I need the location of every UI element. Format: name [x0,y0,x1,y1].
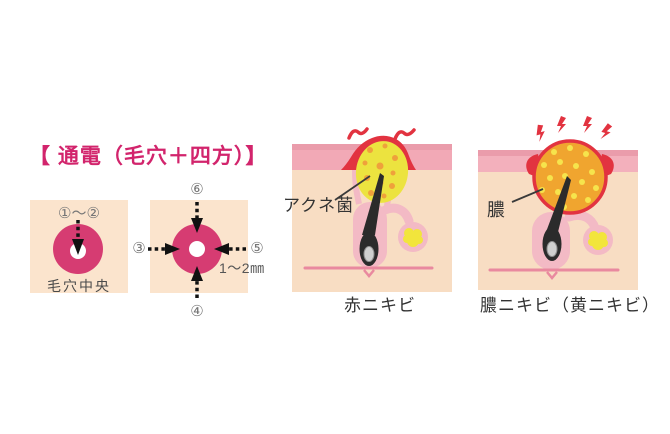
gland-duct [380,203,414,226]
page-title: 【 通電（毛穴＋四方）】 [29,145,268,168]
dotted-arrow-right-icon [148,243,180,255]
callout-line [511,188,544,203]
dotted-arrow-down-icon [72,220,84,255]
dermis-notch [363,269,375,278]
follicle-wall [352,169,362,205]
step-5-label: ⑤ [250,240,264,257]
steps-label: ①～② [58,205,100,222]
pus-acne-caption: 膿ニキビ（黄ニキビ） [480,296,660,315]
pus-callout: 膿 [487,200,506,220]
hair-papilla [546,241,558,257]
pore-center-caption: 毛穴中央 [47,278,111,294]
hair-shaft [362,173,384,235]
dotted-arrow-left-icon [214,243,246,255]
acne-bacteria-callout: アクネ菌 [283,196,355,215]
sebum-lump [588,231,608,250]
irritation-squiggle-icon [347,127,369,140]
red-acne-graphic [292,127,452,292]
hair-shaft [546,176,571,232]
dotted-arrow-down-icon [191,202,203,233]
pus-acne-graphic [478,116,638,290]
dotted-arrow-up-icon [191,266,203,298]
callout-line [334,175,371,201]
conduction-diagram-graphic [30,200,248,298]
dermis-notch [546,271,558,280]
pus-ball [532,139,608,215]
distance-label: 1～2㎜ [219,260,265,276]
step-3-label: ③ [132,240,146,257]
irritation-squiggle-icon [393,128,416,141]
step-6-label: ⑥ [190,181,204,198]
sebum-lump [403,228,423,247]
pore-hole [189,241,205,257]
red-acne-caption: 赤ニキビ [344,296,416,315]
pain-lightning-icons [536,116,613,142]
hair-papilla [363,246,375,262]
step-4-label: ④ [190,303,204,320]
